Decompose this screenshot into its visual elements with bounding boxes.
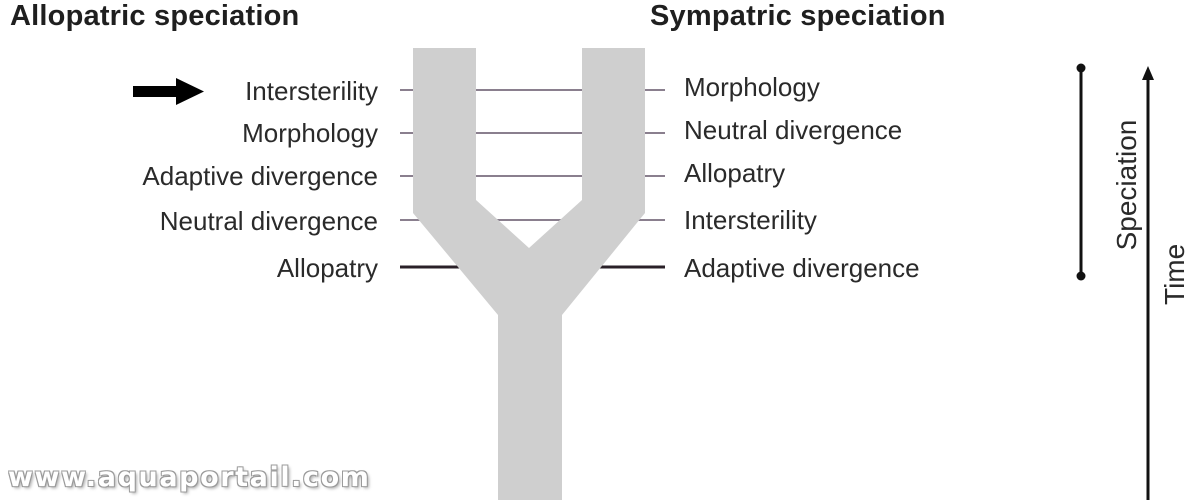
- left-stage-label: Neutral divergence: [159, 206, 378, 236]
- right-stage-label: Adaptive divergence: [684, 253, 920, 283]
- lineage-tree: [413, 48, 645, 500]
- speciation-label: Speciation: [1111, 119, 1142, 251]
- left-stage-label: Adaptive divergence: [142, 161, 378, 191]
- sympatric-title: Sympatric speciation: [650, 0, 946, 32]
- time-arrow: [1142, 66, 1154, 500]
- allopatric-title: Allopatric speciation: [10, 0, 300, 32]
- right-stage-label: Intersterility: [684, 205, 817, 235]
- watermark: www.aquaportail.com: [8, 462, 371, 493]
- left-stage-label: Morphology: [242, 118, 378, 148]
- left-stage-label: Intersterility: [245, 76, 378, 106]
- time-label: Time: [1159, 243, 1190, 305]
- right-stage-label: Neutral divergence: [684, 115, 903, 145]
- left-stage-label: Allopatry: [276, 253, 378, 283]
- pointer-arrow-icon: [133, 78, 204, 105]
- right-stage-label: Morphology: [684, 72, 820, 102]
- speciation-bracket: [1076, 63, 1086, 281]
- right-stage-label: Allopatry: [684, 158, 786, 188]
